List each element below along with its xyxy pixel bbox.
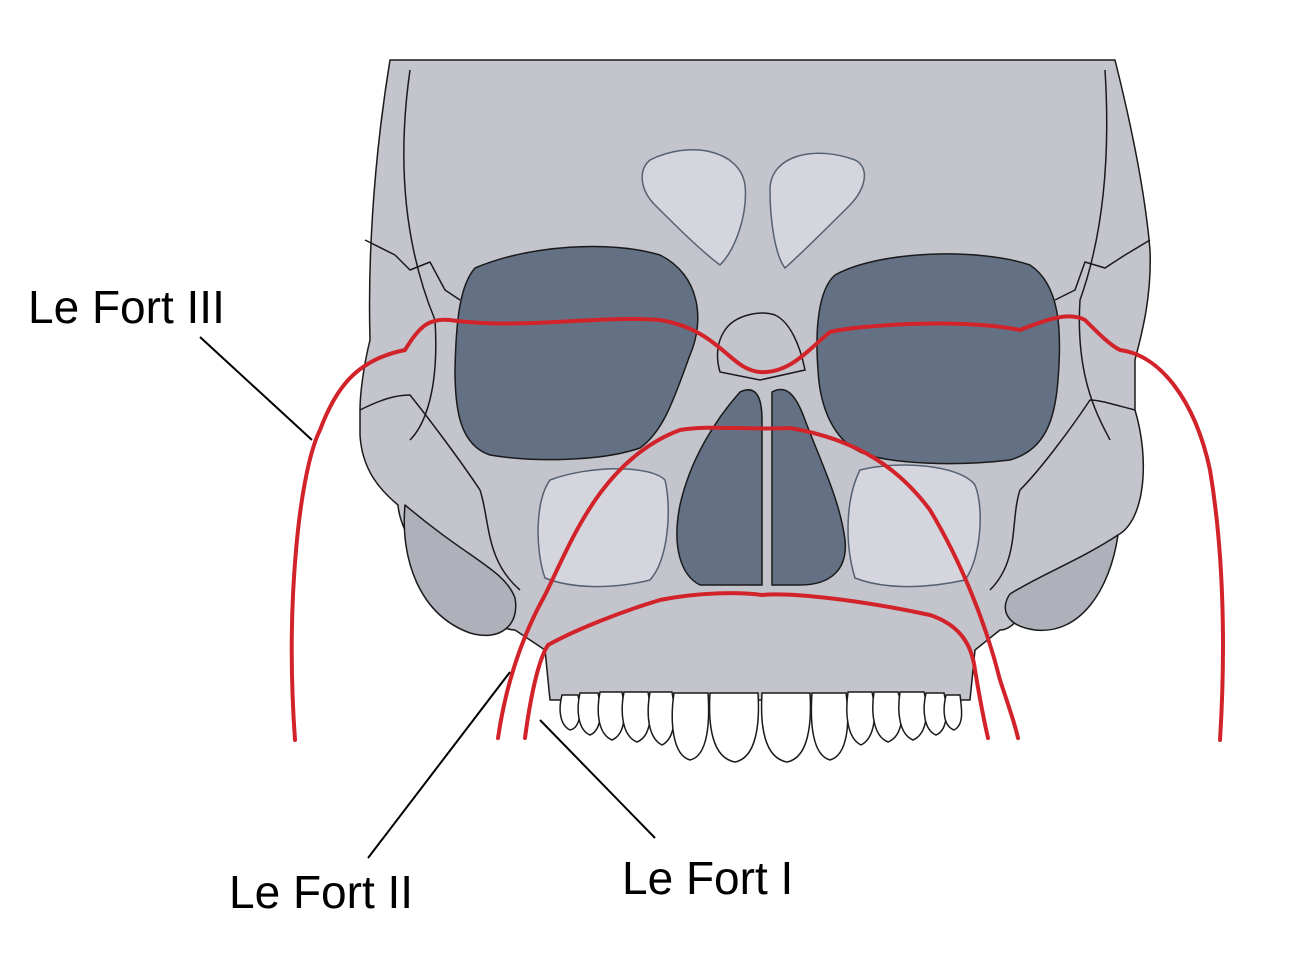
left-suture <box>364 239 461 301</box>
frontal-sinuses <box>641 149 865 270</box>
le-fort-iii-line <box>289 314 1225 742</box>
le-fort-i-line <box>523 591 990 740</box>
tooth <box>810 692 849 761</box>
tooth <box>647 691 676 746</box>
left-frontal-sinus <box>641 149 747 266</box>
leader-le-fort-iii <box>199 336 313 441</box>
label-le-fort-iii: Le Fort III <box>28 281 225 333</box>
left-orbit <box>454 245 699 461</box>
tooth <box>671 692 710 761</box>
maxillary-sinuses <box>537 464 981 588</box>
leader-le-fort-ii <box>367 671 511 859</box>
right-orbit <box>816 253 1061 465</box>
tooth <box>923 692 948 736</box>
tooth <box>708 692 760 763</box>
right-nasal-cavity <box>771 388 847 586</box>
right-temporal-line <box>1078 69 1111 441</box>
tooth <box>872 691 903 743</box>
le-fort-ii-line <box>496 425 1020 740</box>
orbits <box>454 245 1061 465</box>
tooth <box>846 691 876 746</box>
teeth <box>559 691 963 763</box>
left-maxillary-sinus <box>537 468 669 588</box>
right-mandible-angle <box>1004 534 1119 632</box>
tooth <box>760 692 812 763</box>
leader-lines <box>199 336 656 859</box>
left-zygoma-outline <box>359 394 521 591</box>
fracture-lines <box>289 314 1225 742</box>
tooth <box>898 691 928 741</box>
left-nasal-cavity <box>676 389 763 586</box>
right-frontal-sinus <box>769 152 865 270</box>
tooth <box>559 694 581 731</box>
label-le-fort-ii: Le Fort II <box>229 866 414 918</box>
nasal-cavity <box>676 388 847 586</box>
tooth <box>621 691 651 743</box>
left-mandible-angle <box>403 504 517 637</box>
tooth <box>943 694 963 731</box>
leader-le-fort-i <box>539 719 656 839</box>
tooth <box>597 691 626 741</box>
left-temporal-line <box>403 69 437 441</box>
right-suture <box>1054 239 1151 301</box>
label-le-fort-i: Le Fort I <box>622 852 794 904</box>
tooth <box>577 692 602 736</box>
right-zygoma-outline <box>989 399 1136 591</box>
